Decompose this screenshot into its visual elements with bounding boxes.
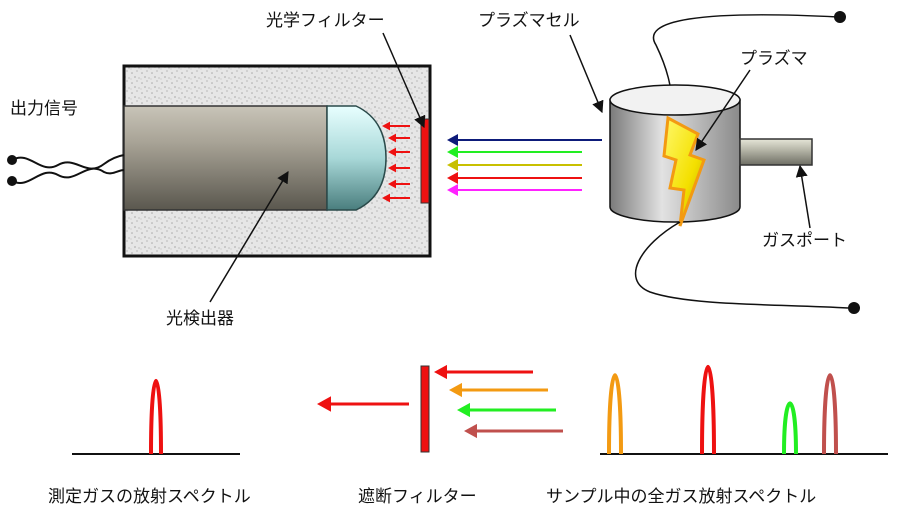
filtered-light-arrow (382, 193, 410, 203)
incoming-beam-arrow (447, 158, 582, 172)
filter-input-arrow (434, 364, 533, 380)
sample-spectrum-peaks (607, 364, 838, 455)
filtered-light-arrow (388, 179, 410, 189)
upper-lead-terminal (834, 11, 846, 23)
measured-spectrum-label: 測定ガスの放射スペクトル (48, 487, 251, 507)
filter-output-arrow (317, 396, 409, 412)
photodetector-tube (123, 105, 328, 211)
optical-filter-plate (420, 118, 430, 204)
sample-peak (607, 373, 623, 455)
filtered-light-arrows (382, 121, 410, 203)
photodetector-label: 光検出器 (166, 309, 234, 329)
sample-peak (782, 401, 798, 455)
plasma-cell-top (609, 84, 741, 116)
measured-spectrum-peaks (149, 379, 163, 455)
incoming-beam-arrow (447, 133, 602, 147)
plasma-cell-callout (569, 34, 604, 114)
sample-spectrum-label: サンプル中の全ガス放射スペクトル (546, 487, 816, 507)
detector-lens (326, 105, 387, 211)
plasma-cell-label: プラズマセル (478, 11, 580, 31)
incoming-beam-arrow (447, 171, 582, 185)
plasma-label: プラズマ (740, 49, 808, 69)
filter-input-arrows (434, 364, 563, 439)
filtered-output-arrow (317, 396, 409, 412)
filter-input-arrow (449, 382, 548, 398)
optical-filter-label: 光学フィルター (266, 11, 385, 31)
lower-lead-wire (634, 221, 849, 309)
filtered-light-arrow (388, 133, 410, 143)
lower-lead-terminal (848, 302, 860, 314)
output-cable (11, 154, 125, 184)
incoming-emission-beams (447, 133, 602, 197)
filtered-light-arrow (388, 163, 410, 173)
gas-port-label: ガスポート (762, 231, 847, 251)
measured-peak (149, 379, 163, 455)
cable-terminal-upper (7, 155, 17, 165)
filtered-light-arrow (382, 121, 410, 131)
filter-input-arrow (464, 423, 563, 439)
plasma-callout (695, 69, 751, 151)
filtered-light-arrow (388, 147, 410, 157)
optical-filter-callout (382, 32, 426, 129)
sample-peak (822, 373, 838, 455)
output-signal-label: 出力信号 (10, 99, 78, 119)
incoming-beam-arrow (447, 183, 582, 197)
upper-lead-wire (652, 14, 839, 121)
filter-input-arrow (457, 402, 556, 418)
gas-port-tube (739, 138, 813, 166)
gas-port-callout (795, 164, 811, 229)
plasma-flame (662, 115, 706, 227)
blocking-filter-plate (420, 365, 430, 453)
sample-peak (700, 364, 716, 455)
photodetector-callout (209, 170, 289, 303)
incoming-beam-arrow (447, 145, 582, 159)
blocking-filter-label: 遮断フィルター (358, 487, 477, 507)
cable-terminal-lower (7, 176, 17, 186)
